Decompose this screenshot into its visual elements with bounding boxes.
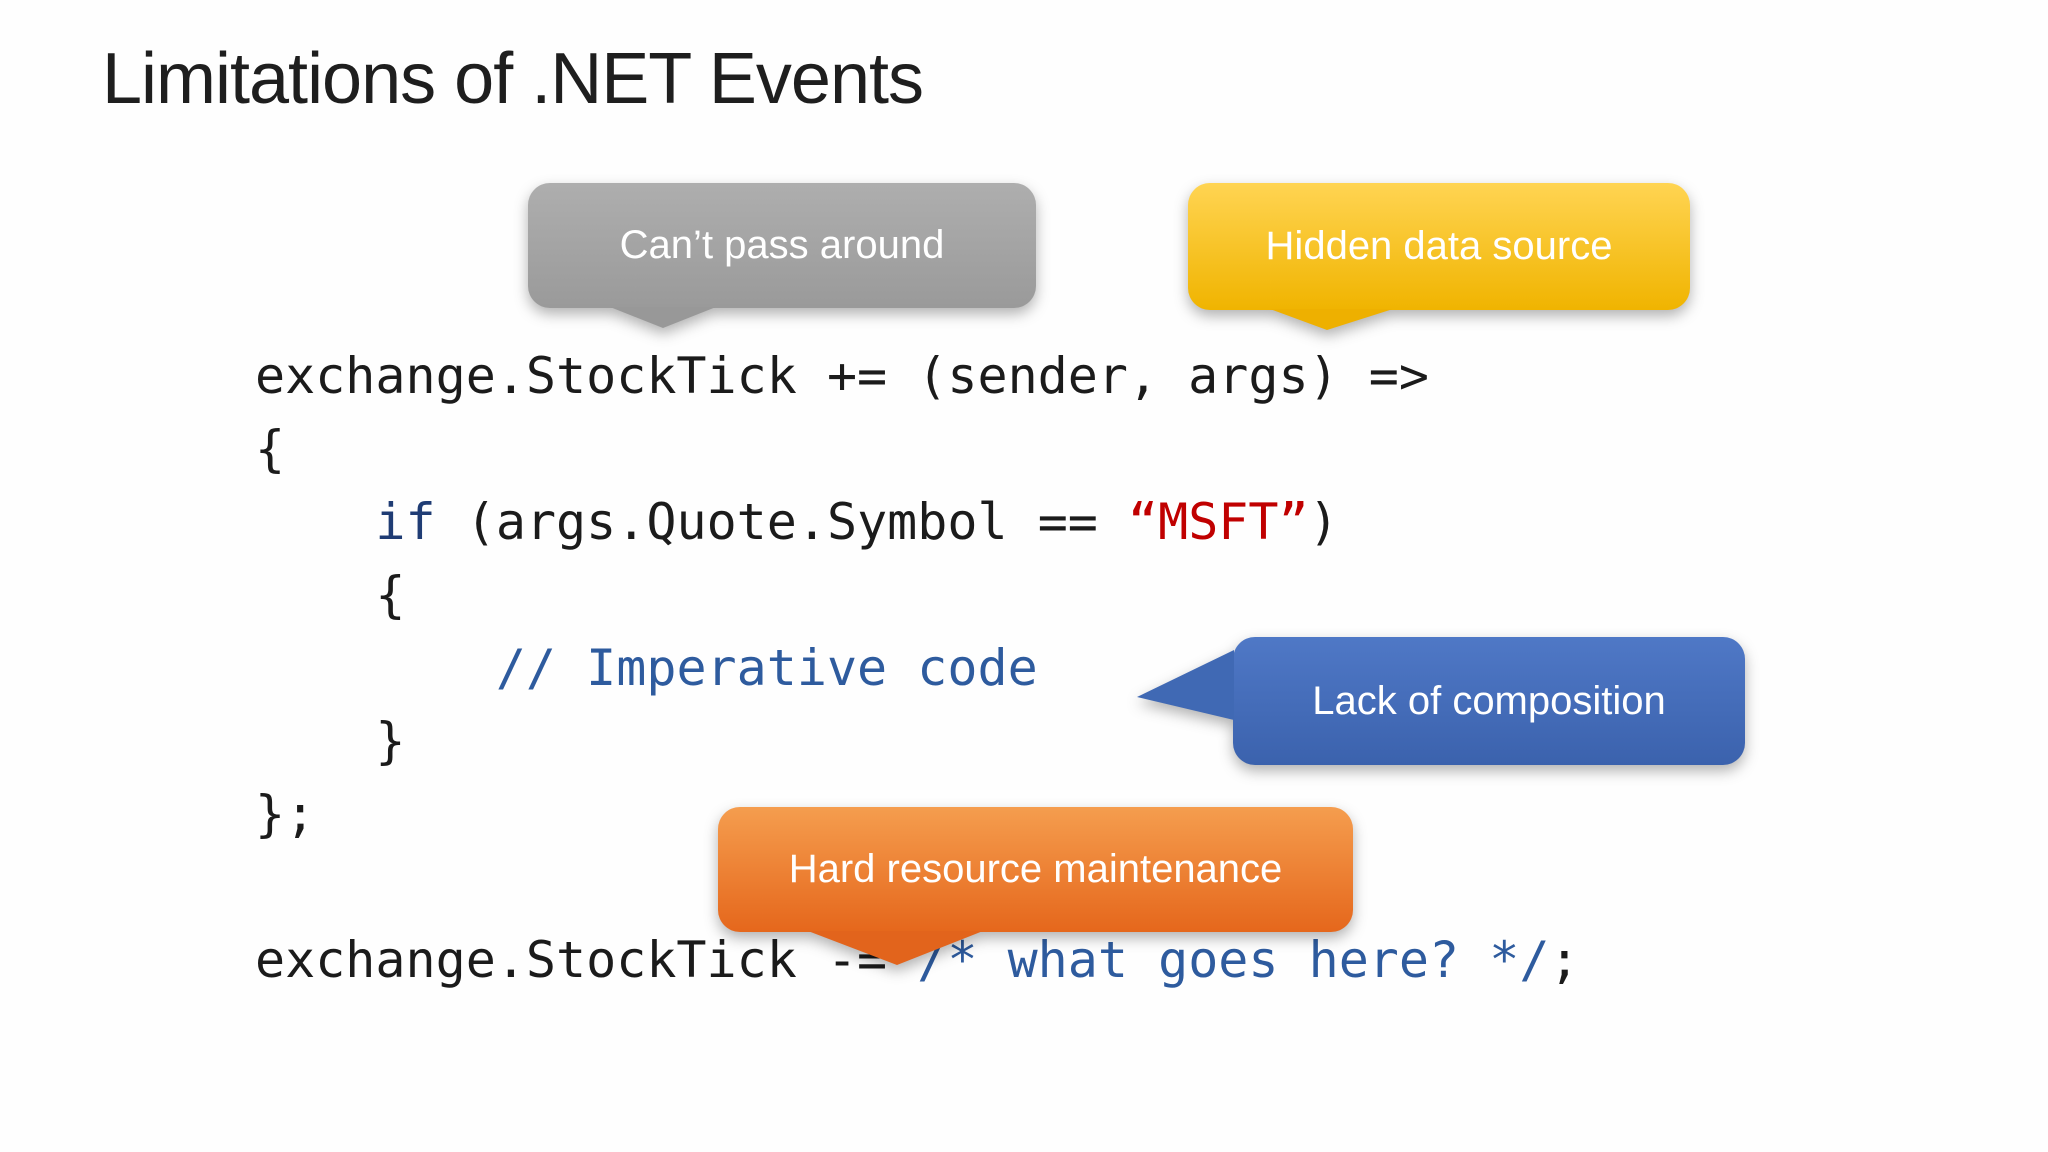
code-line-4: { [255, 566, 406, 624]
callout-cant-pass-around: Can’t pass around [528, 183, 1036, 328]
yellow-callout-pointer-icon [1270, 309, 1393, 330]
callout-hidden-data-source-label: Hidden data source [1265, 224, 1613, 268]
code-line-3-condition: (args.Quote.Symbol == [435, 493, 1128, 551]
code-string-msft: “MSFT” [1128, 493, 1309, 551]
callout-hard-resource-maintenance: Hard resource maintenance [718, 807, 1353, 965]
code-line-1: exchange.StockTick += (sender, args) => [255, 347, 1429, 405]
code-line-9-semicolon: ; [1549, 931, 1580, 989]
callout-lack-of-composition-box: Lack of composition [1233, 637, 1745, 765]
callout-cant-pass-around-box: Can’t pass around [528, 183, 1036, 308]
code-comment-what-goes-here: /* what goes here? */ [917, 931, 1550, 989]
orange-callout-pointer-icon [808, 931, 983, 965]
callout-cant-pass-around-label: Can’t pass around [619, 223, 945, 267]
callout-hidden-data-source: Hidden data source [1188, 183, 1690, 330]
code-line-6: } [255, 712, 406, 770]
code-line-7: }; [255, 785, 316, 843]
slide-title: Limitations of .NET Events [102, 39, 924, 119]
callout-hard-resource-maintenance-box: Hard resource maintenance [718, 807, 1353, 932]
code-comment-imperative: // Imperative code [495, 639, 1038, 697]
code-block: exchange.StockTick += (sender, args) => … [255, 340, 1580, 997]
code-line-3-close: ) [1308, 493, 1339, 551]
code-line-5-indent [255, 639, 496, 697]
callout-lack-of-composition: Lack of composition [1137, 637, 1745, 765]
code-keyword-if: if [375, 493, 436, 551]
callout-lack-of-composition-label: Lack of composition [1312, 678, 1666, 723]
callout-hidden-data-source-box: Hidden data source [1188, 183, 1690, 310]
code-line-3-indent [255, 493, 375, 551]
gray-callout-pointer-icon [610, 307, 716, 328]
blue-callout-pointer-icon [1137, 650, 1234, 720]
callout-hard-resource-maintenance-label: Hard resource maintenance [788, 847, 1283, 891]
code-line-2: { [255, 420, 286, 478]
